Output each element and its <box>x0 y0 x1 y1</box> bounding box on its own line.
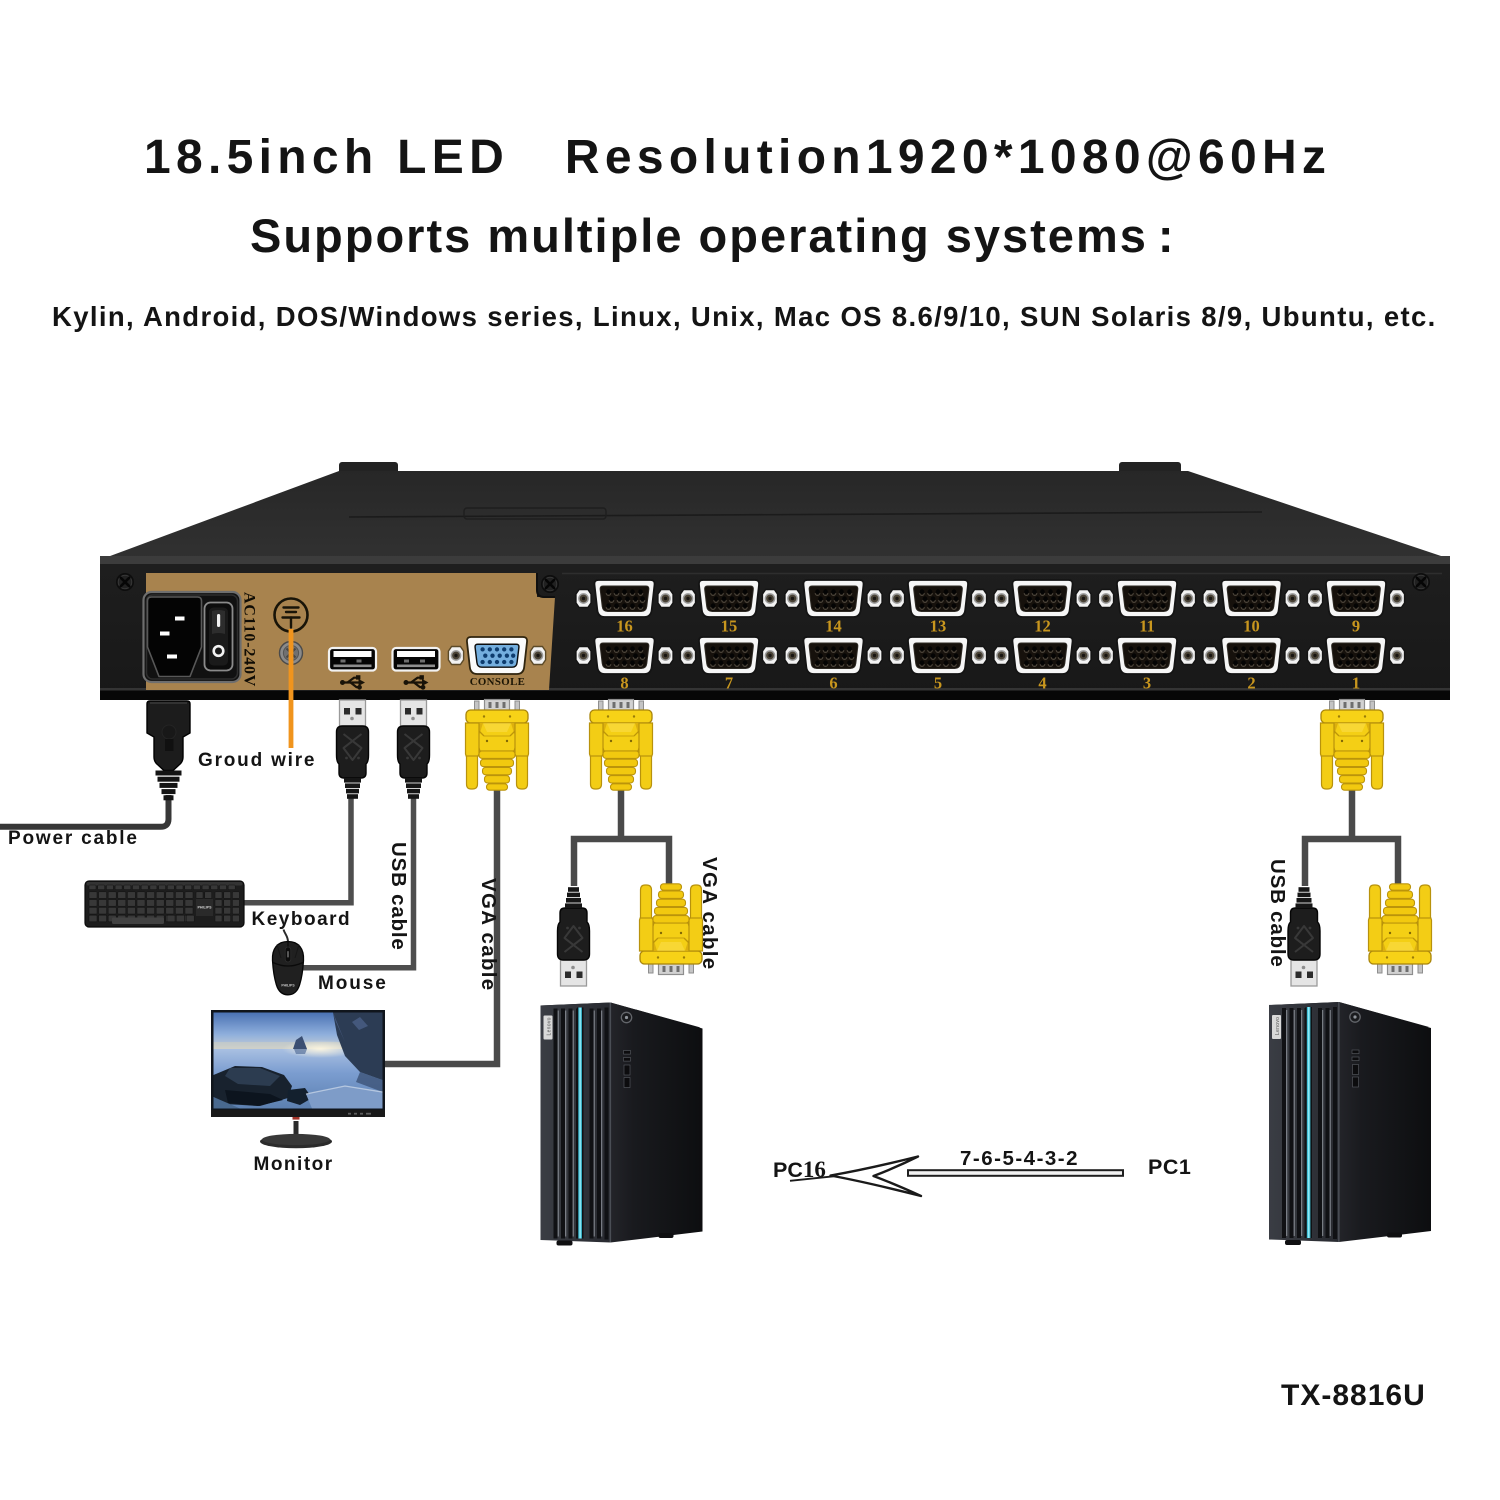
svg-text:PHILIPS: PHILIPS <box>281 984 295 988</box>
svg-text:PHILIPS: PHILIPS <box>198 906 213 910</box>
svg-text:1: 1 <box>1352 674 1360 693</box>
svg-text:11: 11 <box>1139 617 1155 636</box>
svg-text:15: 15 <box>721 617 738 636</box>
svg-text:AC110-240V: AC110-240V <box>241 592 258 687</box>
svg-text:7: 7 <box>725 674 733 693</box>
svg-text:14: 14 <box>825 617 842 636</box>
svg-text:4: 4 <box>1038 674 1046 693</box>
svg-text:12: 12 <box>1034 617 1051 636</box>
svg-text:6: 6 <box>829 674 837 693</box>
svg-text:9: 9 <box>1352 617 1360 636</box>
svg-text:3: 3 <box>1143 674 1151 693</box>
svg-text:5: 5 <box>934 674 942 693</box>
svg-text:CONSOLE: CONSOLE <box>470 676 526 688</box>
svg-text:13: 13 <box>930 617 947 636</box>
svg-text:10: 10 <box>1243 617 1260 636</box>
svg-text:8: 8 <box>620 674 628 693</box>
svg-text:16: 16 <box>616 617 633 636</box>
svg-text:2: 2 <box>1247 674 1255 693</box>
